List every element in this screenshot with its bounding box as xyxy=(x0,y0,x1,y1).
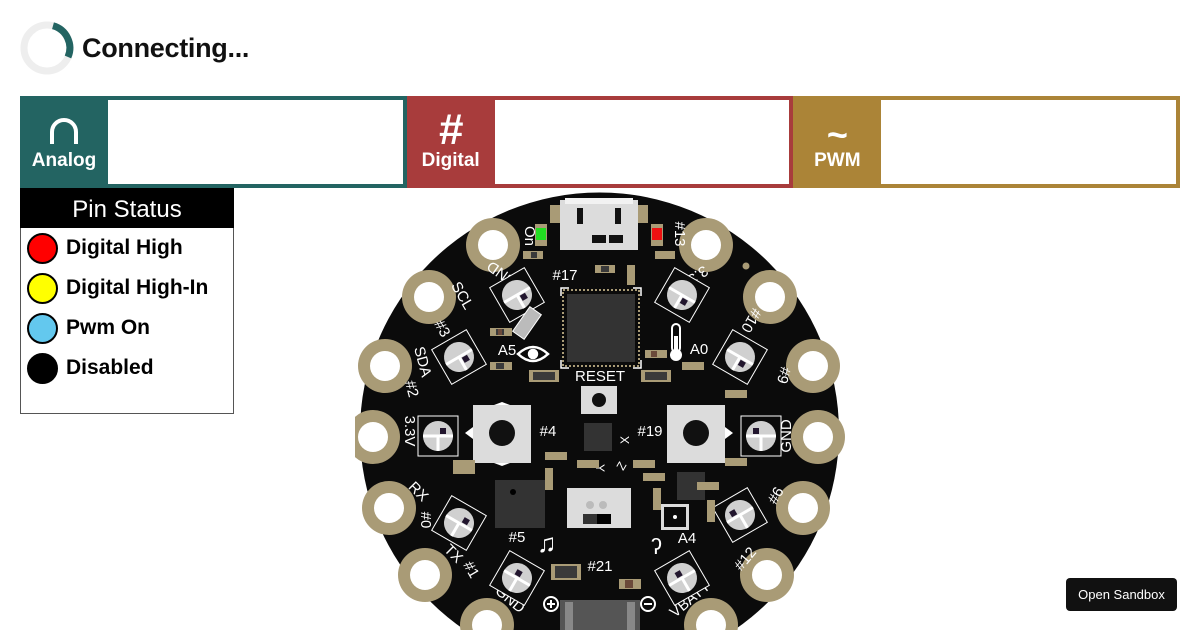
pad-6[interactable] xyxy=(776,481,830,535)
pad-9[interactable] xyxy=(786,339,840,393)
usb-connector xyxy=(550,198,648,250)
pad-rx[interactable] xyxy=(362,481,416,535)
legend-label: Digital High xyxy=(66,236,183,259)
label-a0: A0 xyxy=(690,341,708,358)
pad-3v3-left[interactable] xyxy=(355,410,400,464)
analog-badge: Analog xyxy=(20,96,108,188)
label-a5: A5 xyxy=(498,342,516,359)
label-pin5: #5 xyxy=(509,529,526,546)
label-pin21: #21 xyxy=(587,558,612,575)
button-b[interactable] xyxy=(667,405,733,463)
ear-icon: ʔ xyxy=(651,534,662,559)
label-pin19: #19 xyxy=(637,423,662,440)
label-gnd-right: GND xyxy=(778,419,795,453)
music-note-icon: ♫ xyxy=(537,528,557,558)
analog-value-field[interactable] xyxy=(108,100,403,184)
pad-scl[interactable] xyxy=(402,270,456,324)
label-pin3: #3 xyxy=(430,317,453,340)
blue-dot-icon xyxy=(27,312,58,344)
label-pin17: #17 xyxy=(552,267,577,284)
analog-arch-icon xyxy=(50,118,78,144)
pin-mode-panels: Analog # Digital ~ PWM xyxy=(20,96,1181,188)
connection-status-text: Connecting... xyxy=(82,32,250,63)
label-pin0: #0 xyxy=(417,512,434,529)
pad-10[interactable] xyxy=(743,270,797,324)
pwm-panel: ~ PWM xyxy=(793,96,1181,188)
pad-sda[interactable] xyxy=(358,339,412,393)
pad-12[interactable] xyxy=(740,548,794,602)
digital-badge: # Digital xyxy=(407,96,495,188)
pwm-label: PWM xyxy=(814,150,861,171)
edge-pads xyxy=(355,218,845,630)
label-pin1: #1 xyxy=(459,558,482,581)
pin13-led xyxy=(652,228,662,240)
pad-gnd-top[interactable] xyxy=(466,218,520,272)
digital-panel: # Digital xyxy=(406,96,794,188)
accelerometer-chip xyxy=(584,423,612,451)
legend-title: Pin Status xyxy=(20,188,234,228)
label-3v3-left: 3.3V xyxy=(401,416,418,447)
yellow-dot-icon xyxy=(27,272,58,304)
legend-item-disabled: Disabled xyxy=(21,348,233,388)
label-a4: A4 xyxy=(678,530,696,547)
pin-status-legend: Pin Status Digital High Digital High-In … xyxy=(20,188,234,414)
pad-gnd-bottom[interactable] xyxy=(460,598,514,630)
open-sandbox-button[interactable]: Open Sandbox xyxy=(1066,578,1177,611)
legend-label: Digital High-In xyxy=(66,276,209,299)
legend-label: Disabled xyxy=(66,356,154,379)
pad-vbatt[interactable] xyxy=(684,598,738,630)
reset-button[interactable] xyxy=(581,386,617,414)
neopixels xyxy=(417,266,782,607)
legend-label: Pwm On xyxy=(66,316,151,339)
speaker xyxy=(495,480,545,528)
red-dot-icon xyxy=(27,232,58,264)
microcontroller-chip xyxy=(560,287,642,369)
label-pin13: #13 xyxy=(671,221,688,246)
pad-gnd-right[interactable] xyxy=(791,410,845,464)
label-reset: RESET xyxy=(575,368,625,385)
loading-spinner-icon xyxy=(20,21,74,75)
pad-tx[interactable] xyxy=(398,548,452,602)
slide-switch[interactable] xyxy=(567,488,631,528)
pwm-badge: ~ PWM xyxy=(793,96,881,188)
legend-item-pwm-on: Pwm On xyxy=(21,308,233,348)
analog-panel: Analog xyxy=(20,96,407,188)
battery-connector xyxy=(543,596,656,630)
label-x-axis: X xyxy=(618,436,632,444)
legend-item-digital-high: Digital High xyxy=(21,228,233,268)
circuit-playground-board: On #13 GND #17 3.3V SCL #3 SDA #2 #10 #9… xyxy=(355,192,845,630)
pad-3v3-top[interactable] xyxy=(679,218,733,272)
analog-label: Analog xyxy=(31,150,97,171)
label-on: On xyxy=(521,226,538,246)
eye-icon xyxy=(516,345,550,363)
tilde-wave-icon: ~ xyxy=(826,114,848,155)
power-led xyxy=(536,228,546,240)
digital-label: Digital xyxy=(421,150,480,171)
digital-value-field[interactable] xyxy=(494,100,790,184)
label-pin9: #9 xyxy=(773,365,794,386)
label-y-axis: Y xyxy=(593,464,607,472)
label-pin4: #4 xyxy=(540,423,557,440)
button-a[interactable] xyxy=(465,402,531,466)
black-dot-icon xyxy=(27,352,58,384)
label-pin2: #2 xyxy=(401,379,422,400)
label-pin6: #6 xyxy=(765,484,788,507)
legend-item-digital-high-in: Digital High-In xyxy=(21,268,233,308)
hash-icon: # xyxy=(438,105,463,154)
pwm-value-field[interactable] xyxy=(881,100,1177,184)
connection-header: Connecting... xyxy=(20,20,249,76)
thermometer-icon xyxy=(670,323,682,361)
